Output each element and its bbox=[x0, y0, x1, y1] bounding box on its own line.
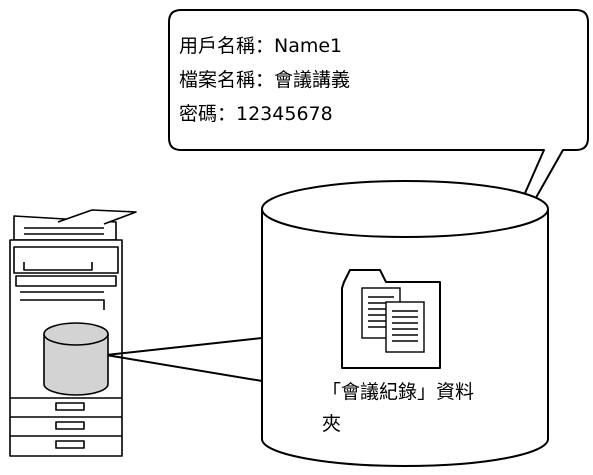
info-callout: 用戶名稱：Name1 檔案名稱：會議講義 密碼：12345678 bbox=[168, 9, 589, 301]
storage-cylinder-icon bbox=[43, 334, 109, 396]
password-line: 密碼：12345678 bbox=[179, 103, 333, 125]
connector-callout bbox=[105, 337, 263, 382]
folder-icon bbox=[341, 269, 441, 369]
file-name-line: 檔案名稱：會議講義 bbox=[179, 69, 350, 91]
folder-label-line2: 夾 bbox=[322, 413, 341, 435]
database-cylinder-icon bbox=[261, 180, 549, 238]
folder-label-line1: 「會議紀錄」資料 bbox=[322, 381, 474, 403]
user-name-line: 用戶名稱：Name1 bbox=[179, 35, 342, 57]
machine-storage bbox=[43, 322, 263, 396]
documents-icon bbox=[361, 287, 425, 353]
